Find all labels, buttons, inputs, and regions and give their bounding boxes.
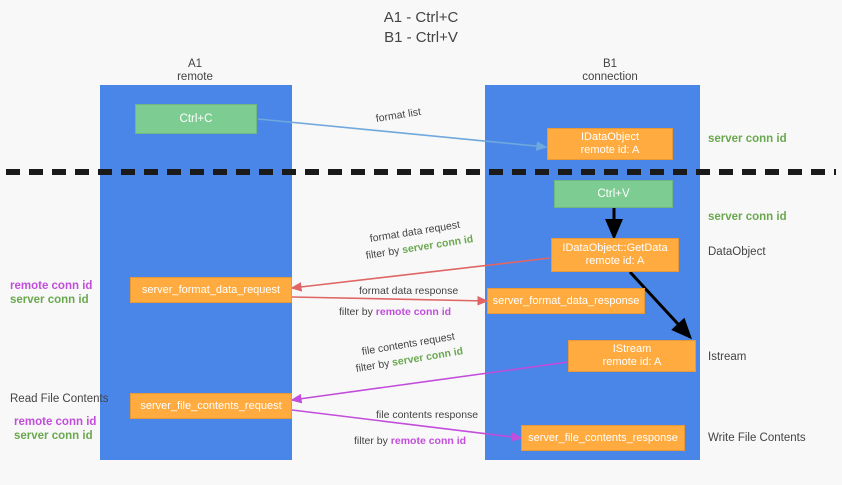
node-ctrl-c-label: Ctrl+C xyxy=(179,112,213,125)
node-server-format-data-request-label: server_format_data_request xyxy=(141,283,281,296)
filter-value-remote-conn-id: remote conn id xyxy=(390,435,467,447)
node-getdata-title: IDataObject::GetData xyxy=(562,242,668,254)
column-a1-name: A1 xyxy=(187,58,203,70)
filter-prefix: filter by xyxy=(339,306,376,318)
edge-label-format-data-response: format data response xyxy=(359,285,459,297)
label-server-conn-id-top: server conn id xyxy=(708,133,787,145)
label-write-file-contents: Write File Contents xyxy=(708,432,806,444)
node-server-file-contents-request[interactable]: server_file_contents_request xyxy=(130,393,292,419)
node-istream-title: IStream xyxy=(612,343,652,355)
node-server-file-contents-response-label: server_file_contents_response xyxy=(528,431,678,444)
node-ctrl-c[interactable]: Ctrl+C xyxy=(135,104,257,134)
edge-label-format-list: format list xyxy=(374,105,422,125)
label-dataobject: DataObject xyxy=(708,246,766,258)
column-a1-sub: remote xyxy=(177,71,213,83)
title-line-1: A1 - Ctrl+C xyxy=(383,9,459,26)
node-idataobject-getdata[interactable]: IDataObject::GetData remote id: A xyxy=(551,238,679,272)
node-ctrl-v-label: Ctrl+V xyxy=(597,187,630,200)
column-header-b1: B1 connection xyxy=(530,58,690,84)
node-server-format-data-response[interactable]: server_format_data_response xyxy=(487,288,645,314)
label-server-conn-id-lower: server conn id xyxy=(14,430,93,442)
label-istream: Istream xyxy=(708,351,747,363)
filter-value-remote-conn-id: remote conn id xyxy=(375,306,452,318)
label-read-file-contents: Read File Contents xyxy=(10,393,109,405)
label-remote-conn-id-upper: remote conn id xyxy=(10,280,93,292)
label-remote-conn-id-lower: remote conn id xyxy=(14,416,97,428)
node-istream[interactable]: IStream remote id: A xyxy=(568,340,696,372)
edge-label-file-contents-response-filter: filter by remote conn id xyxy=(354,435,466,448)
node-getdata-sub: remote id: A xyxy=(585,255,645,267)
node-server-format-data-response-label: server_format_data_response xyxy=(492,294,640,307)
column-header-a1: A1 remote xyxy=(115,58,275,84)
title-line-2: B1 - Ctrl+V xyxy=(384,29,458,46)
label-server-conn-id-second: server conn id xyxy=(708,211,787,223)
page-title: A1 - Ctrl+C B1 - Ctrl+V xyxy=(0,8,842,48)
node-idataobject[interactable]: IDataObject remote id: A xyxy=(547,128,673,160)
column-b1-name: B1 xyxy=(602,58,618,70)
node-idataobject-title: IDataObject xyxy=(580,131,640,143)
edge-label-file-contents-response: file contents response xyxy=(376,409,479,421)
filter-prefix: filter by xyxy=(354,435,391,447)
node-ctrl-v[interactable]: Ctrl+V xyxy=(554,180,673,208)
column-b1-sub: connection xyxy=(582,71,638,83)
filter-prefix: filter by xyxy=(364,244,404,262)
edge-label-format-data-response-filter: filter by remote conn id xyxy=(339,306,451,319)
filter-prefix: filter by xyxy=(354,357,394,375)
node-server-format-data-request[interactable]: server_format_data_request xyxy=(130,277,292,303)
node-istream-sub: remote id: A xyxy=(602,356,662,368)
node-idataobject-sub: remote id: A xyxy=(580,144,640,156)
label-server-conn-id-upper: server conn id xyxy=(10,294,89,306)
node-server-file-contents-request-label: server_file_contents_request xyxy=(140,399,282,412)
node-server-file-contents-response[interactable]: server_file_contents_response xyxy=(521,425,685,451)
